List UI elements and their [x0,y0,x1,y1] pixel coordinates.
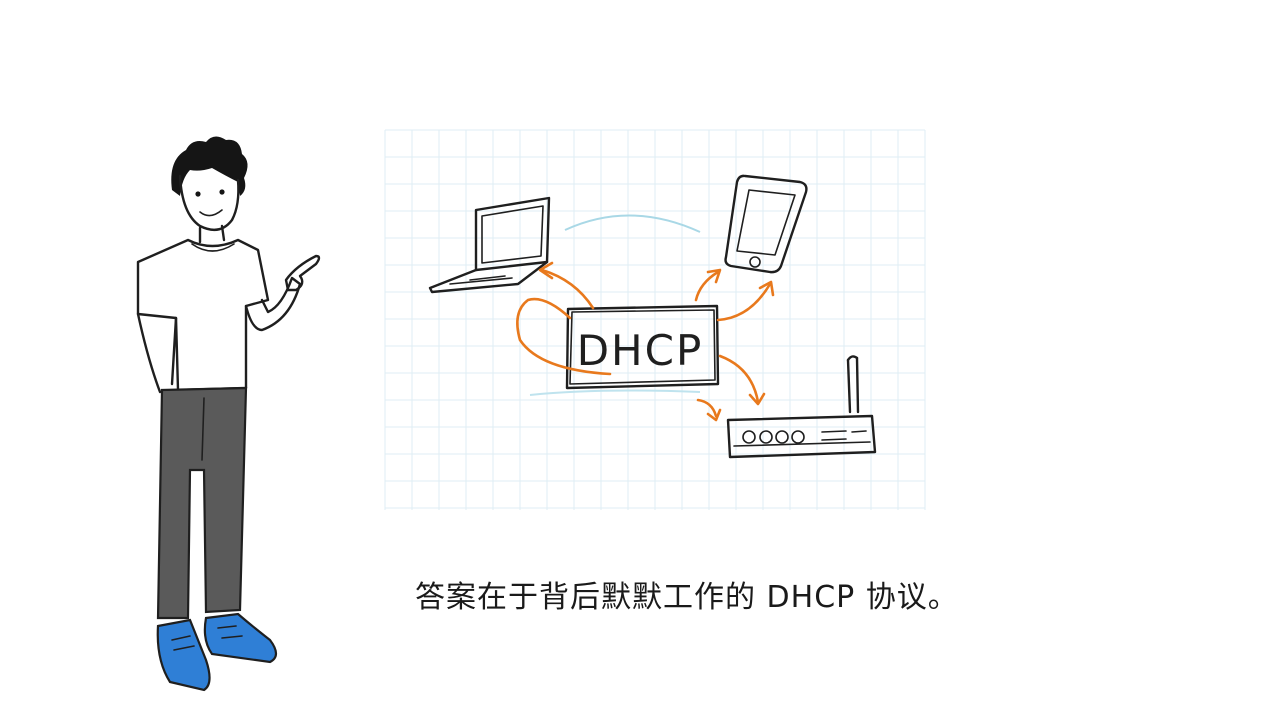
smartphone-icon [724,174,808,274]
router-icon [726,355,877,459]
pants [156,386,248,620]
presenter-character [136,136,321,692]
left-shoe [156,618,211,692]
hair [171,136,248,196]
dhcp-box: DHCP [565,304,720,390]
connection-arc [564,214,701,233]
dhcp-label: DHCP [577,326,704,375]
caption-subtitle: 答案在于背后默默工作的 DHCP 协议。 [415,580,959,615]
laptop-icon [428,196,551,294]
right-shoe [203,612,278,664]
connection-arc [529,389,701,396]
flow-arrows [516,261,775,422]
